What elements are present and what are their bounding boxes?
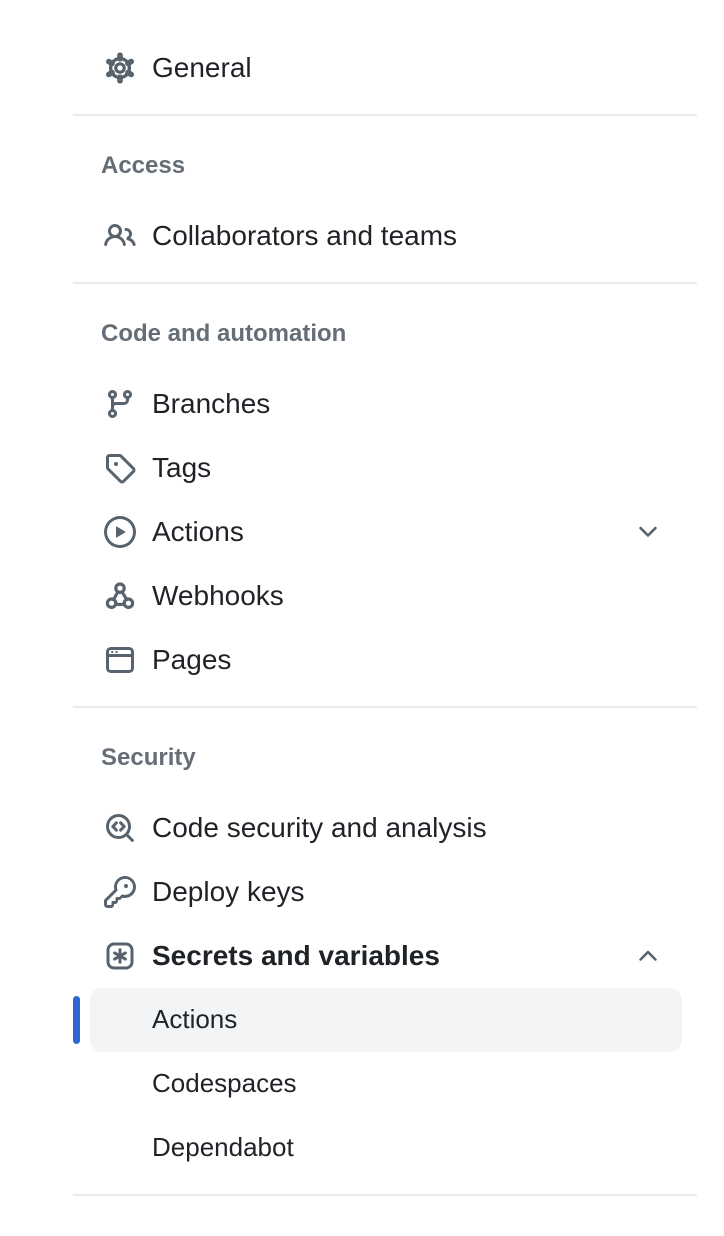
chevron-up-icon[interactable] [634,942,662,970]
sidebar-item-deploy-keys[interactable]: Deploy keys [90,860,682,924]
section-divider [73,706,697,708]
section-divider [73,114,697,116]
play-icon [104,516,136,548]
sidebar-subitem-codespaces[interactable]: Codespaces [90,1052,682,1116]
sidebar-item-code-security-and-analysis[interactable]: Code security and analysis [90,796,682,860]
item-label: Actions [152,515,244,547]
repo-settings-sidebar: General Access Collaborators and teams C… [73,36,697,1196]
sidebar-item-actions[interactable]: Actions [90,500,682,564]
item-label: Tags [152,451,212,483]
item-label: Pages [152,643,232,675]
sidebar-item-collaborators-and-teams[interactable]: Collaborators and teams [90,204,682,268]
sidebar-subitem-dependabot[interactable]: Dependabot [90,1116,682,1180]
item-label: Codespaces [152,1068,297,1099]
sidebar-item-tags[interactable]: Tags [90,436,682,500]
item-label: Dependabot [152,1132,294,1163]
tag-icon [104,452,136,484]
sidebar-item-secrets-and-variables[interactable]: Secrets and variables [90,924,682,988]
sidebar-item-branches[interactable]: Branches [90,372,682,436]
sidebar-subitem-actions[interactable]: Actions [73,988,682,1052]
webhook-icon [104,580,136,612]
sidebar-item-general[interactable]: General [90,36,682,100]
section-header-access: Access [101,152,186,179]
sidebar-item-pages[interactable]: Pages [90,628,682,692]
browser-icon [104,644,136,676]
sidebar-item-webhooks[interactable]: Webhooks [90,564,682,628]
item-label: Collaborators and teams [152,219,458,251]
item-label: Webhooks [152,579,284,611]
codescan-icon [104,812,136,844]
git-branch-icon [104,388,136,420]
section-header-security: Security [101,744,196,771]
item-label: Branches [152,387,271,419]
asterisk-box-icon [104,940,136,972]
section-header-code-and-automation: Code and automation [101,320,347,347]
section-divider [73,282,697,284]
item-label: Deploy keys [152,875,305,907]
key-icon [104,876,136,908]
people-icon [104,220,136,252]
item-label: Secrets and variables [152,939,440,971]
item-label: General [152,51,252,83]
chevron-down-icon[interactable] [634,518,662,546]
gear-icon [104,52,136,84]
item-label: Actions [152,1004,238,1035]
section-divider [73,1194,697,1196]
item-label: Code security and analysis [152,811,487,843]
